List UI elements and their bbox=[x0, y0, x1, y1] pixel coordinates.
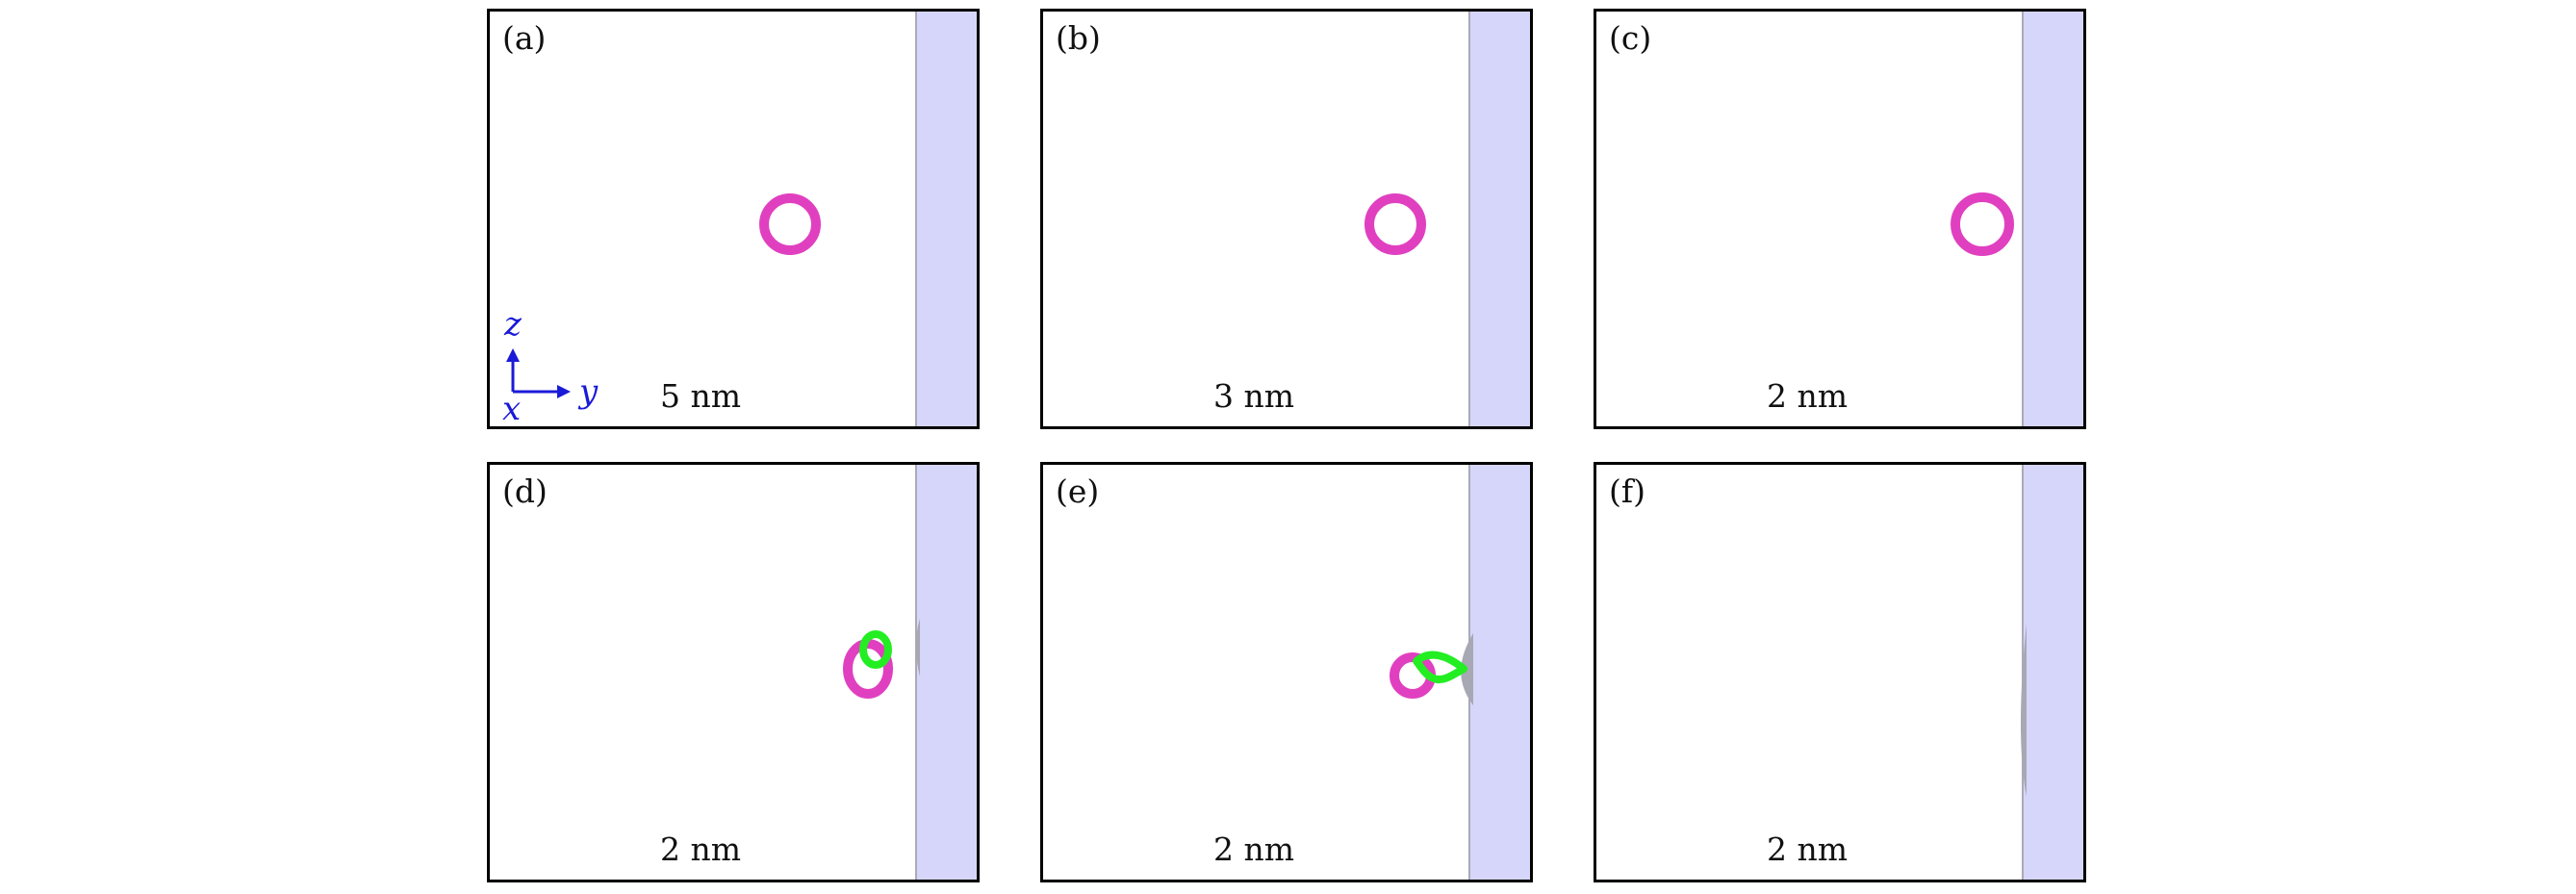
panel-a: (a) z y x 5 nm bbox=[487, 9, 980, 429]
ring-svg bbox=[1365, 193, 1426, 255]
ring-svg bbox=[2020, 624, 2027, 797]
panel-f: (f) 2 nm bbox=[1594, 462, 2086, 882]
panel-label: (f) bbox=[1609, 473, 1645, 510]
axis-y-label: y bbox=[579, 372, 599, 411]
distance-label: 5 nm bbox=[659, 377, 742, 415]
surface-slab bbox=[2022, 465, 2083, 880]
pink-ring bbox=[1365, 193, 1426, 255]
axis-arrows bbox=[506, 348, 571, 398]
ring-svg bbox=[759, 193, 821, 255]
panel-b: (b) 3 nm bbox=[1040, 9, 1533, 429]
pink-ring bbox=[1951, 192, 2014, 256]
surface-deformation bbox=[915, 619, 920, 677]
green-segment bbox=[859, 630, 892, 669]
surface-slab bbox=[915, 465, 977, 880]
pink-ring bbox=[843, 639, 893, 699]
distance-label: 3 nm bbox=[1212, 377, 1295, 415]
distance-label: 2 nm bbox=[1766, 830, 1849, 868]
panel-c: (c) 2 nm bbox=[1594, 9, 2086, 429]
distance-label: 2 nm bbox=[1766, 377, 1849, 415]
panel-label: (b) bbox=[1056, 19, 1101, 57]
axis-z-label: z bbox=[504, 305, 522, 344]
panel-d: (d) 2 nm bbox=[487, 462, 980, 882]
green-segment bbox=[1413, 651, 1467, 683]
ring-svg bbox=[1951, 192, 2014, 256]
surface-deformation bbox=[2020, 624, 2027, 797]
axis-x-label: x bbox=[502, 390, 522, 428]
distance-label: 2 nm bbox=[659, 830, 742, 868]
surface-slab bbox=[1468, 12, 1530, 426]
panel-label: (c) bbox=[1609, 19, 1652, 57]
surface-slab bbox=[2022, 12, 2083, 426]
ring-svg bbox=[843, 619, 920, 699]
ring-svg bbox=[1390, 633, 1473, 705]
panel-label: (e) bbox=[1056, 473, 1100, 510]
panel-label: (d) bbox=[502, 473, 548, 510]
pink-ring bbox=[759, 193, 821, 255]
surface-slab bbox=[915, 12, 977, 426]
surface-slab bbox=[1468, 465, 1530, 880]
panel-e: (e) 2 nm bbox=[1040, 462, 1533, 882]
panel-label: (a) bbox=[502, 19, 547, 57]
distance-label: 2 nm bbox=[1212, 830, 1295, 868]
